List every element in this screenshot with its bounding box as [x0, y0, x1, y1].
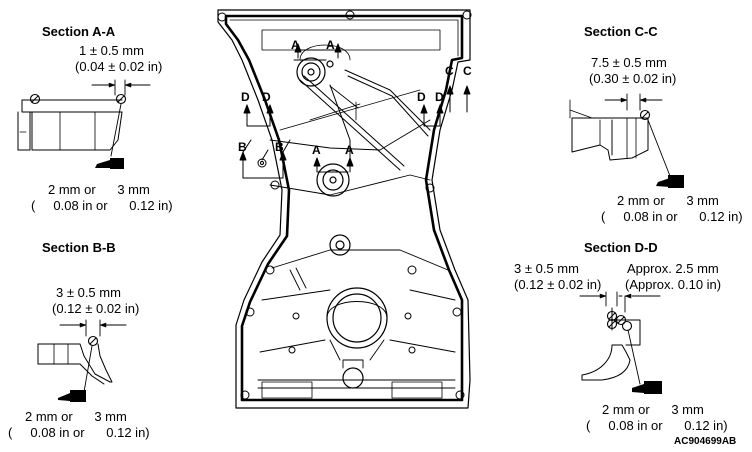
figure-code: AC904699AB: [674, 436, 737, 447]
section-aa-title: Section A-A: [42, 24, 116, 39]
marker-c-right: C: [463, 64, 472, 78]
section-arrows: [239, 43, 471, 167]
marker-a-upper-left: A: [291, 38, 300, 52]
section-dd-dim-in: (0.12 ± 0.02 in): [514, 277, 602, 292]
section-bb-dim-mm: 3 ± 0.5 mm: [56, 285, 121, 300]
section-aa-drawing: [17, 79, 151, 169]
marker-d-right-1: D: [417, 90, 426, 104]
section-aa-dim-in: (0.04 ± 0.02 in): [75, 59, 163, 74]
crank-opening: [326, 234, 388, 389]
marker-d-left-1: D: [241, 90, 250, 104]
section-bb-bead-mm: 2 mm or 3 mm: [25, 409, 127, 424]
section-dd-bead-mm: 2 mm or 3 mm: [602, 402, 704, 417]
section-cc-dim-in: (0.30 ± 0.02 in): [589, 71, 677, 86]
section-bb-title: Section B-B: [42, 240, 116, 255]
section-cc-bead-in: ( 0.08 in or 0.12 in): [601, 209, 743, 224]
marker-a-middle-right: A: [345, 143, 354, 157]
section-bb-dim-in: (0.12 ± 0.02 in): [52, 301, 140, 316]
marker-d-right-2: D: [435, 90, 444, 104]
section-cc-dim-mm: 7.5 ± 0.5 mm: [591, 55, 667, 70]
case-outline: [217, 9, 471, 409]
section-cc-drawing: [569, 93, 684, 188]
upper-seal-area: [293, 57, 334, 87]
marker-c-left: C: [445, 64, 454, 78]
marker-a-middle-left: A: [312, 143, 321, 157]
section-dd-approx-mm: Approx. 2.5 mm: [627, 261, 719, 276]
section-dd-drawing: [579, 291, 662, 394]
section-dd-bead-in: ( 0.08 in or 0.12 in): [586, 418, 728, 433]
section-dd-title: Section D-D: [584, 240, 658, 255]
marker-d-left-2: D: [262, 90, 271, 104]
marker-b-right: B: [275, 140, 284, 154]
bolt-holes: [217, 10, 472, 400]
section-aa-bead-mm: 2 mm or 3 mm: [48, 182, 150, 197]
section-callouts: [242, 43, 468, 179]
marker-a-upper-right: A: [326, 38, 335, 52]
section-bb-bead-in: ( 0.08 in or 0.12 in): [8, 425, 150, 440]
section-dd-approx-in: (Approx. 0.10 in): [625, 277, 722, 292]
marker-b-left: B: [238, 140, 247, 154]
section-aa-dim-mm: 1 ± 0.5 mm: [79, 43, 144, 58]
section-bb-drawing: [37, 319, 127, 402]
section-dd-dim-mm: 3 ± 0.5 mm: [514, 261, 579, 276]
section-cc-bead-mm: 2 mm or 3 mm: [617, 193, 719, 208]
section-aa-bead-in: ( 0.08 in or 0.12 in): [31, 198, 173, 213]
section-cc-title: Section C-C: [584, 24, 658, 39]
middle-seal-area: [316, 163, 350, 197]
